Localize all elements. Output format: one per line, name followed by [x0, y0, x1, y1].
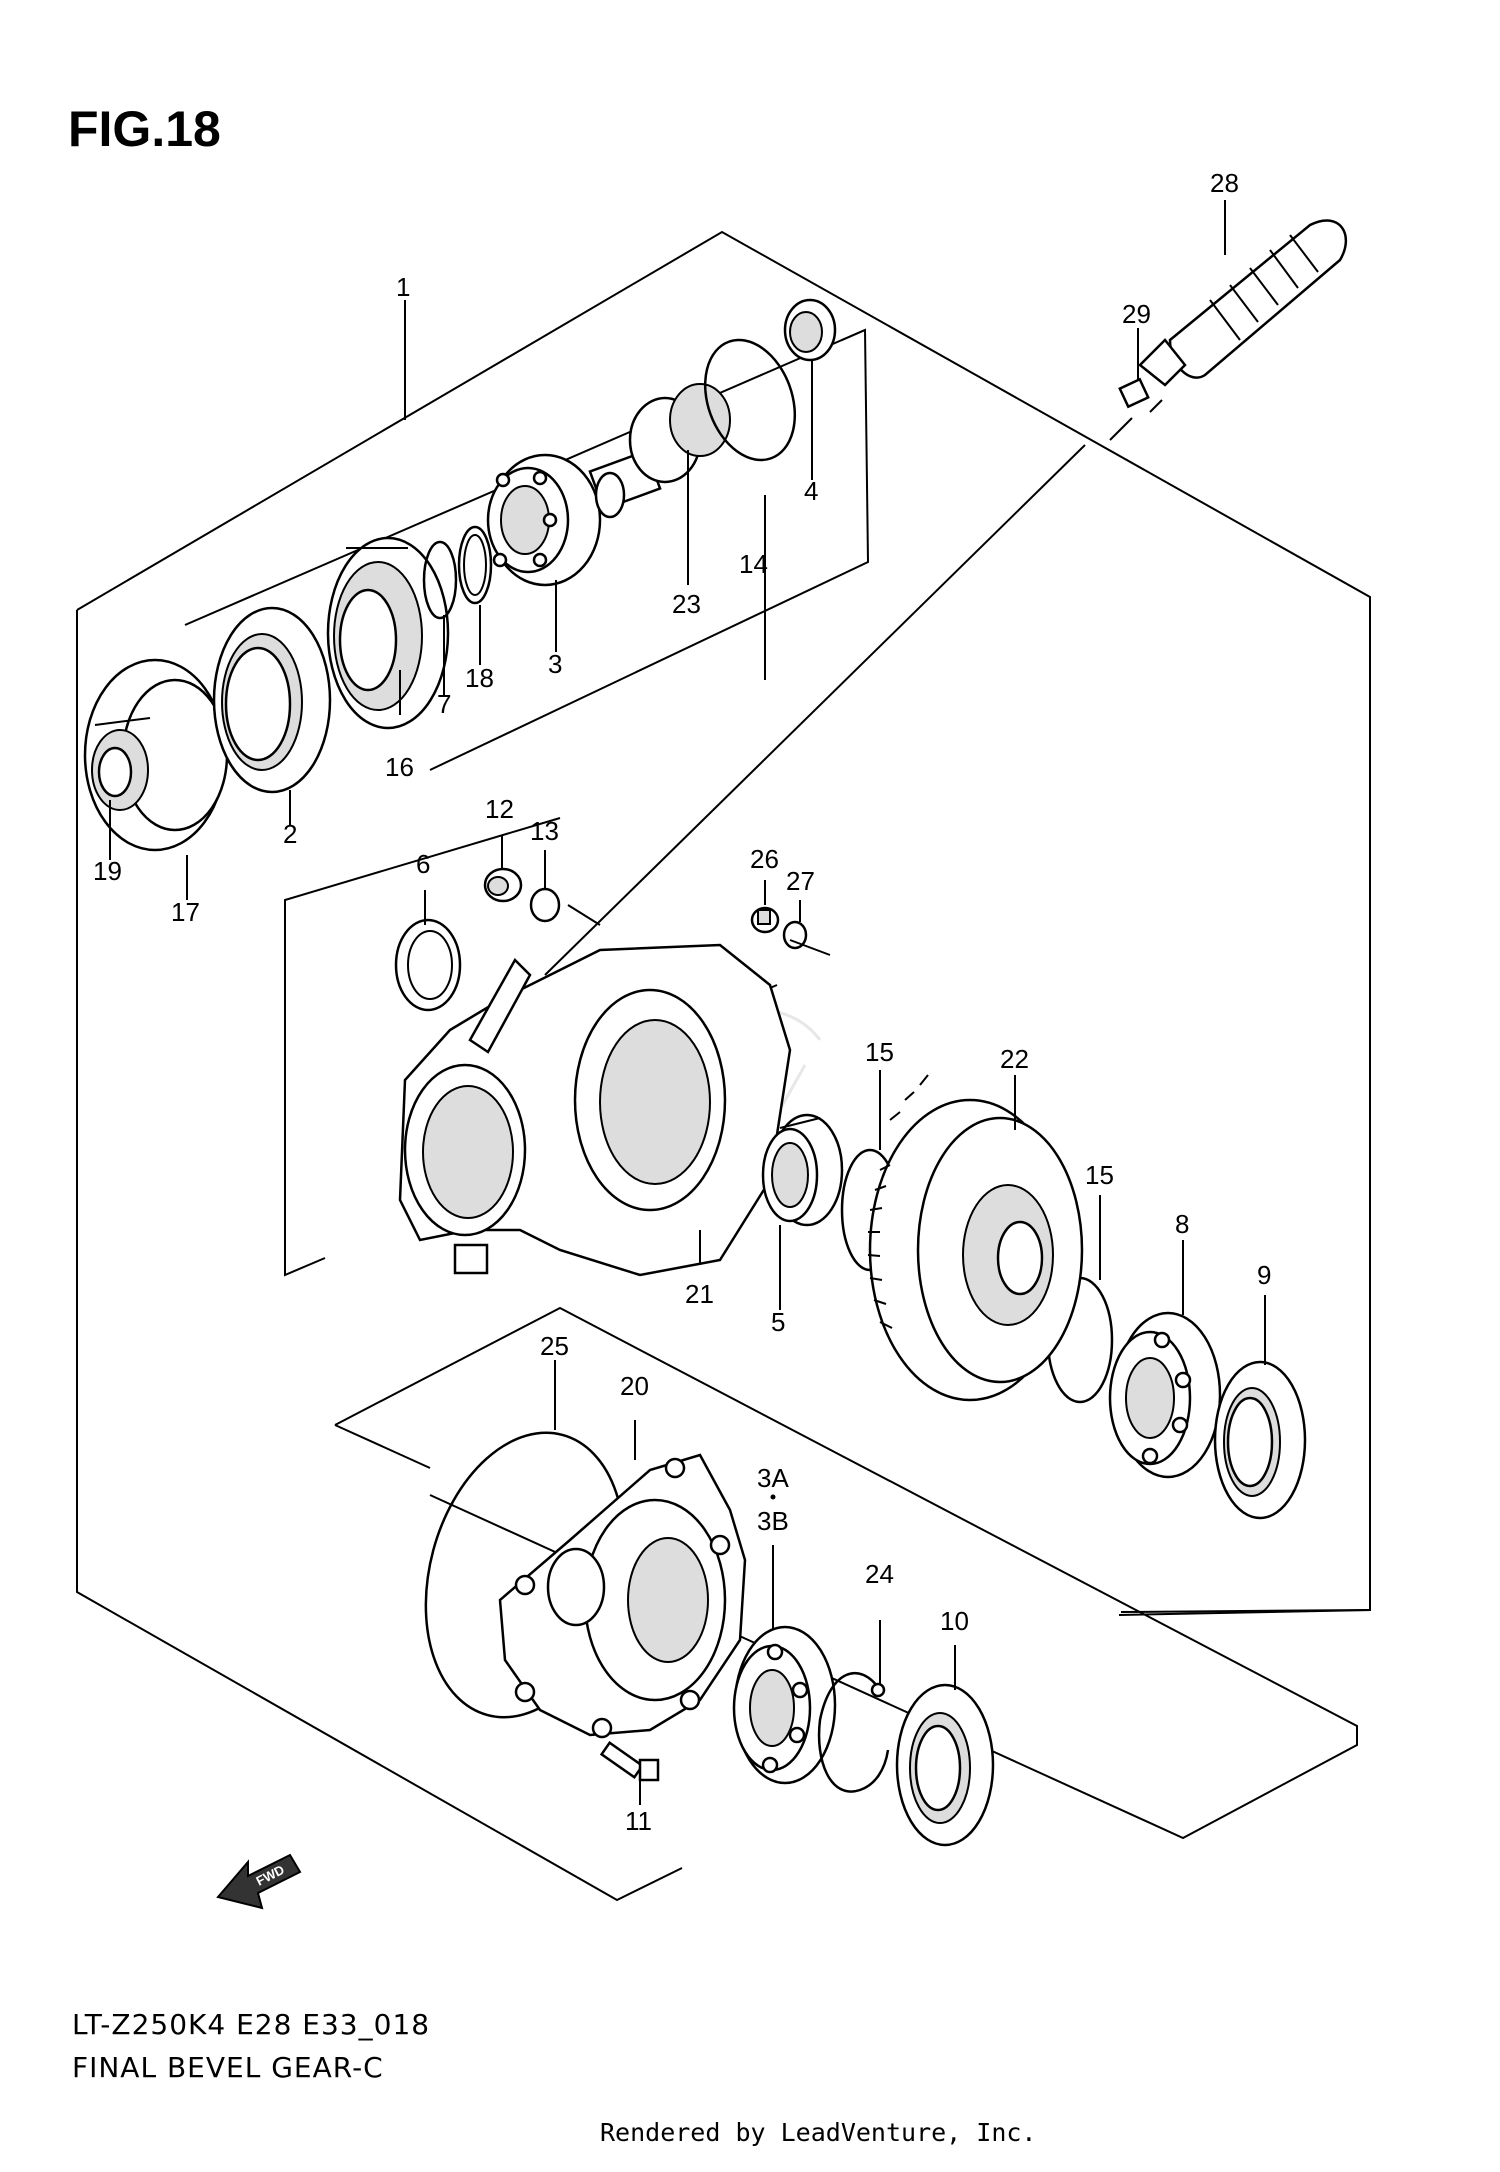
o-ring-part-14: [703, 338, 797, 462]
callout-6: 6: [416, 849, 430, 879]
bearing-part-3: [486, 453, 602, 587]
callout-3: 3: [548, 649, 562, 679]
leader-lines: [109, 200, 1266, 1805]
circlip-part-7: [422, 540, 458, 620]
callout-3a: 3A: [757, 1463, 789, 1493]
callout-7: 7: [437, 689, 451, 719]
needle-bearing-part-5: [761, 1113, 844, 1227]
callout-18: 18: [465, 663, 494, 693]
callout-15a: 15: [865, 1037, 894, 1067]
bearing-part-8: [1108, 1311, 1222, 1479]
bearing-part-3a-3b: [732, 1625, 837, 1785]
drive-bevel-gear-part-23: [588, 383, 731, 519]
boot-connection-line: [544, 399, 1163, 976]
callout-29: 29: [1122, 299, 1151, 329]
callout-27: 27: [786, 866, 815, 896]
bolt-part-11: [599, 1741, 660, 1782]
clamp-part-29: [1118, 377, 1150, 409]
plug-part-12: [483, 867, 523, 903]
oil-seal-part-6: [394, 918, 462, 1012]
callout-26: 26: [750, 844, 779, 874]
callout-17: 17: [171, 897, 200, 927]
lock-nut-part-16: [326, 536, 450, 730]
callout-labels: 1 2 3 4 5 6 7 8 9 10 11 12 13 14 15 15 1…: [93, 168, 1271, 1836]
cover-part-20: [498, 1453, 747, 1739]
callout-19: 19: [93, 856, 122, 886]
callout-16: 16: [385, 752, 414, 782]
circlip-part-24: [817, 1671, 890, 1793]
callout-28: 28: [1210, 168, 1239, 198]
callout-9: 9: [1257, 1260, 1271, 1290]
callout-25: 25: [540, 1331, 569, 1361]
callout-22: 22: [1000, 1044, 1029, 1074]
bolt-part-26: [750, 906, 780, 934]
part-group-title: FINAL BEVEL GEAR-C: [72, 2051, 384, 2084]
cover-subgroup-outline: [334, 1306, 1358, 1840]
callout-2: 2: [283, 819, 297, 849]
callout-21: 21: [685, 1279, 714, 1309]
gasket-part-13: [529, 887, 561, 923]
callout-5: 5: [771, 1307, 785, 1337]
callout-13: 13: [530, 816, 559, 846]
callout-20: 20: [620, 1371, 649, 1401]
callout-3b: 3B: [757, 1506, 789, 1536]
final-gear-case-part-21: [398, 943, 792, 1277]
callout-4: 4: [804, 476, 818, 506]
oil-seal-part-9: [1213, 1360, 1307, 1520]
flange-part-17-19: [83, 658, 229, 852]
callout-23: 23: [672, 589, 701, 619]
oil-seal-part-2: [212, 606, 332, 794]
oil-seal-part-10: [895, 1683, 995, 1847]
final-driven-bevel-gear-part-22: [867, 1074, 1084, 1402]
assembly-outline: [76, 230, 1371, 1902]
boot-part-28: [1138, 219, 1348, 387]
callout-8: 8: [1175, 1209, 1189, 1239]
model-code: LT-Z250K4 E28 E33_018: [72, 2008, 431, 2041]
callout-3a-3b-dot: [770, 1494, 776, 1500]
callout-15b: 15: [1085, 1160, 1114, 1190]
fwd-direction-arrow: FWD: [216, 1853, 302, 1910]
gasket-part-27: [782, 920, 808, 950]
figure-title: FIG.18: [68, 101, 221, 157]
callout-11: 11: [625, 1806, 652, 1836]
spacer-part-18: [457, 525, 493, 605]
callout-14: 14: [739, 549, 768, 579]
callout-1: 1: [396, 272, 410, 302]
callout-12: 12: [485, 794, 514, 824]
footer-credit: Rendered by LeadVenture, Inc.: [600, 2118, 1037, 2147]
callout-24: 24: [865, 1559, 894, 1589]
callout-10: 10: [940, 1606, 969, 1636]
needle-bearing-part-4: [783, 298, 837, 362]
